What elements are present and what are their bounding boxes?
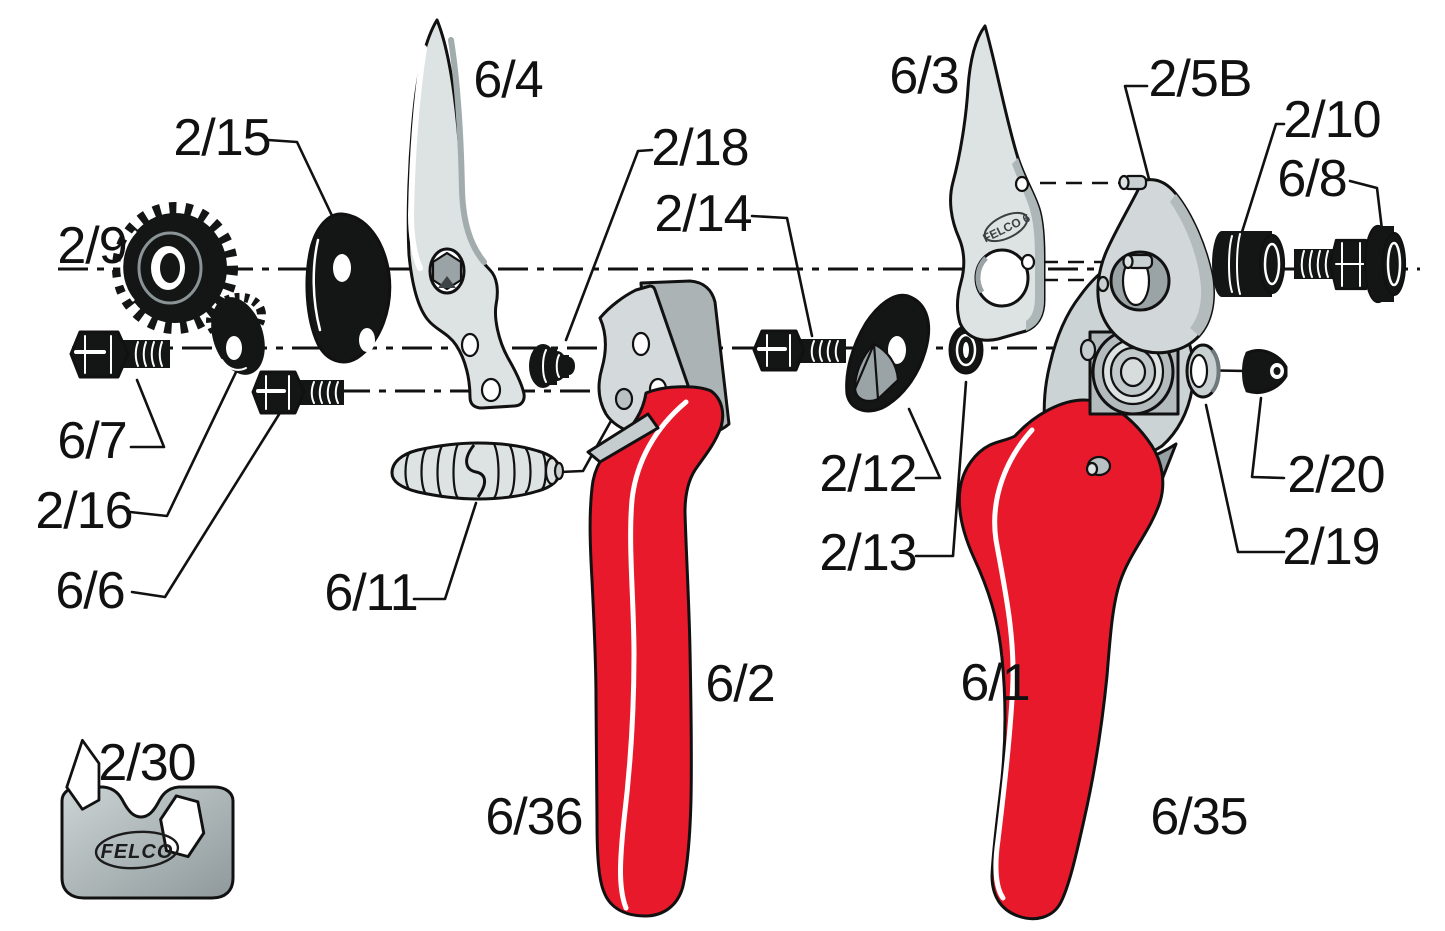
part-label-2-15: 2/15 [173,109,270,167]
leader-2-13 [914,380,968,558]
plate-pin-lower [1096,275,1110,293]
part-label-6-6: 6/6 [55,562,124,620]
part-label-2-12: 2/12 [819,445,916,503]
part-label-6-2: 6/2 [705,655,774,713]
part-label-2-16: 2/16 [35,482,132,540]
leader-2-20 [1250,396,1286,480]
leader-6-6 [130,406,285,599]
anvil-hole-mid [1020,253,1036,271]
wrench-hex-hole-left [65,738,101,811]
blade-hole-upper [460,332,480,358]
part-plate-2-15 [305,212,392,364]
anvil-hole-upper [1014,175,1030,193]
part-bolt-6-7 [69,330,170,379]
part-label-6-8: 6/8 [1277,150,1346,208]
part-label-6-3: 6/3 [889,47,958,105]
plate-hole-upper [333,254,351,282]
blade-hole-lower [480,377,502,403]
part-label-2-14: 2/14 [654,185,751,243]
pivot-bore [1119,356,1147,388]
leader-2-15 [266,138,337,224]
leader-2-10 [1240,122,1286,234]
right-head-hole [1079,338,1097,362]
left-grip-red [588,385,725,918]
part-labels: 2/9 2/15 6/4 2/18 2/14 6/3 2/5B 2/10 6/8… [35,47,1385,846]
leader-2-18 [564,148,654,342]
part-label-2-18: 2/18 [651,119,748,177]
part-catch-2-12 [845,293,931,413]
part-label-6-1: 6/1 [960,654,1029,712]
part-head-plate-2-5b [1096,174,1215,355]
wrench-hex-hole-right [159,794,206,859]
part-segment-2-16 [206,292,266,375]
leader-2-16 [128,368,239,518]
part-right-handle-6-1 [957,253,1196,921]
part-blade-6-3: FELCO 6 [949,24,1046,342]
leader-6-8 [1348,179,1385,240]
spring-seat-pin [614,387,634,411]
segment-bore [226,336,242,360]
part-sprocket-2-9 [112,202,238,334]
leader-2-19 [1204,403,1286,554]
part-label-6-4: 6/4 [473,51,542,109]
leader-2-12 [907,407,942,480]
head-tongue [586,412,660,464]
right-grip-red [957,398,1165,921]
part-label-2-10: 2/10 [1283,91,1380,149]
part-label-6-7: 6/7 [57,412,126,470]
part-nut-2-18 [529,344,575,388]
part-label-6-11: 6/11 [324,564,417,622]
part-left-handle-6-2 [586,279,731,918]
part-wrench-2-30: FELCO [60,738,235,900]
felco-logo-oval [94,830,180,870]
leader-2-14 [750,214,814,338]
part-label-6-36: 6/36 [485,788,582,846]
part-label-2-20: 2/20 [1287,446,1384,504]
part-bolt-2-14 [752,329,846,372]
catch-hole [888,336,906,364]
plate-pin-upper [1118,174,1130,191]
part-label-2-13: 2/13 [819,524,916,582]
head-hole-upper [631,331,651,357]
leader-2-5B [1123,84,1152,185]
part-bolt-6-6 [251,370,344,415]
part-label-2-30: 2/30 [98,734,195,792]
leader-lines [128,84,1385,601]
part-label-6-35: 6/35 [1150,788,1247,846]
part-cap-2-20 [1242,349,1288,394]
leader-6-7 [129,378,166,449]
part-bolt-6-8 [1294,224,1407,304]
plate-pin-mid [1122,253,1134,270]
part-blade-6-4 [406,18,526,410]
leader-6-11 [412,501,478,601]
part-bushing-2-10 [1212,231,1286,297]
plate-hole-lower [359,328,375,352]
part-washer-2-19 [1185,343,1221,399]
felco-logo-text: FELCO [101,841,174,863]
part-label-2-9: 2/9 [57,217,126,275]
spring-seat-line [558,401,623,474]
part-label-2-5B: 2/5B [1149,50,1252,108]
part-spring-6-11 [390,441,565,501]
part-label-2-19: 2/19 [1282,518,1379,576]
